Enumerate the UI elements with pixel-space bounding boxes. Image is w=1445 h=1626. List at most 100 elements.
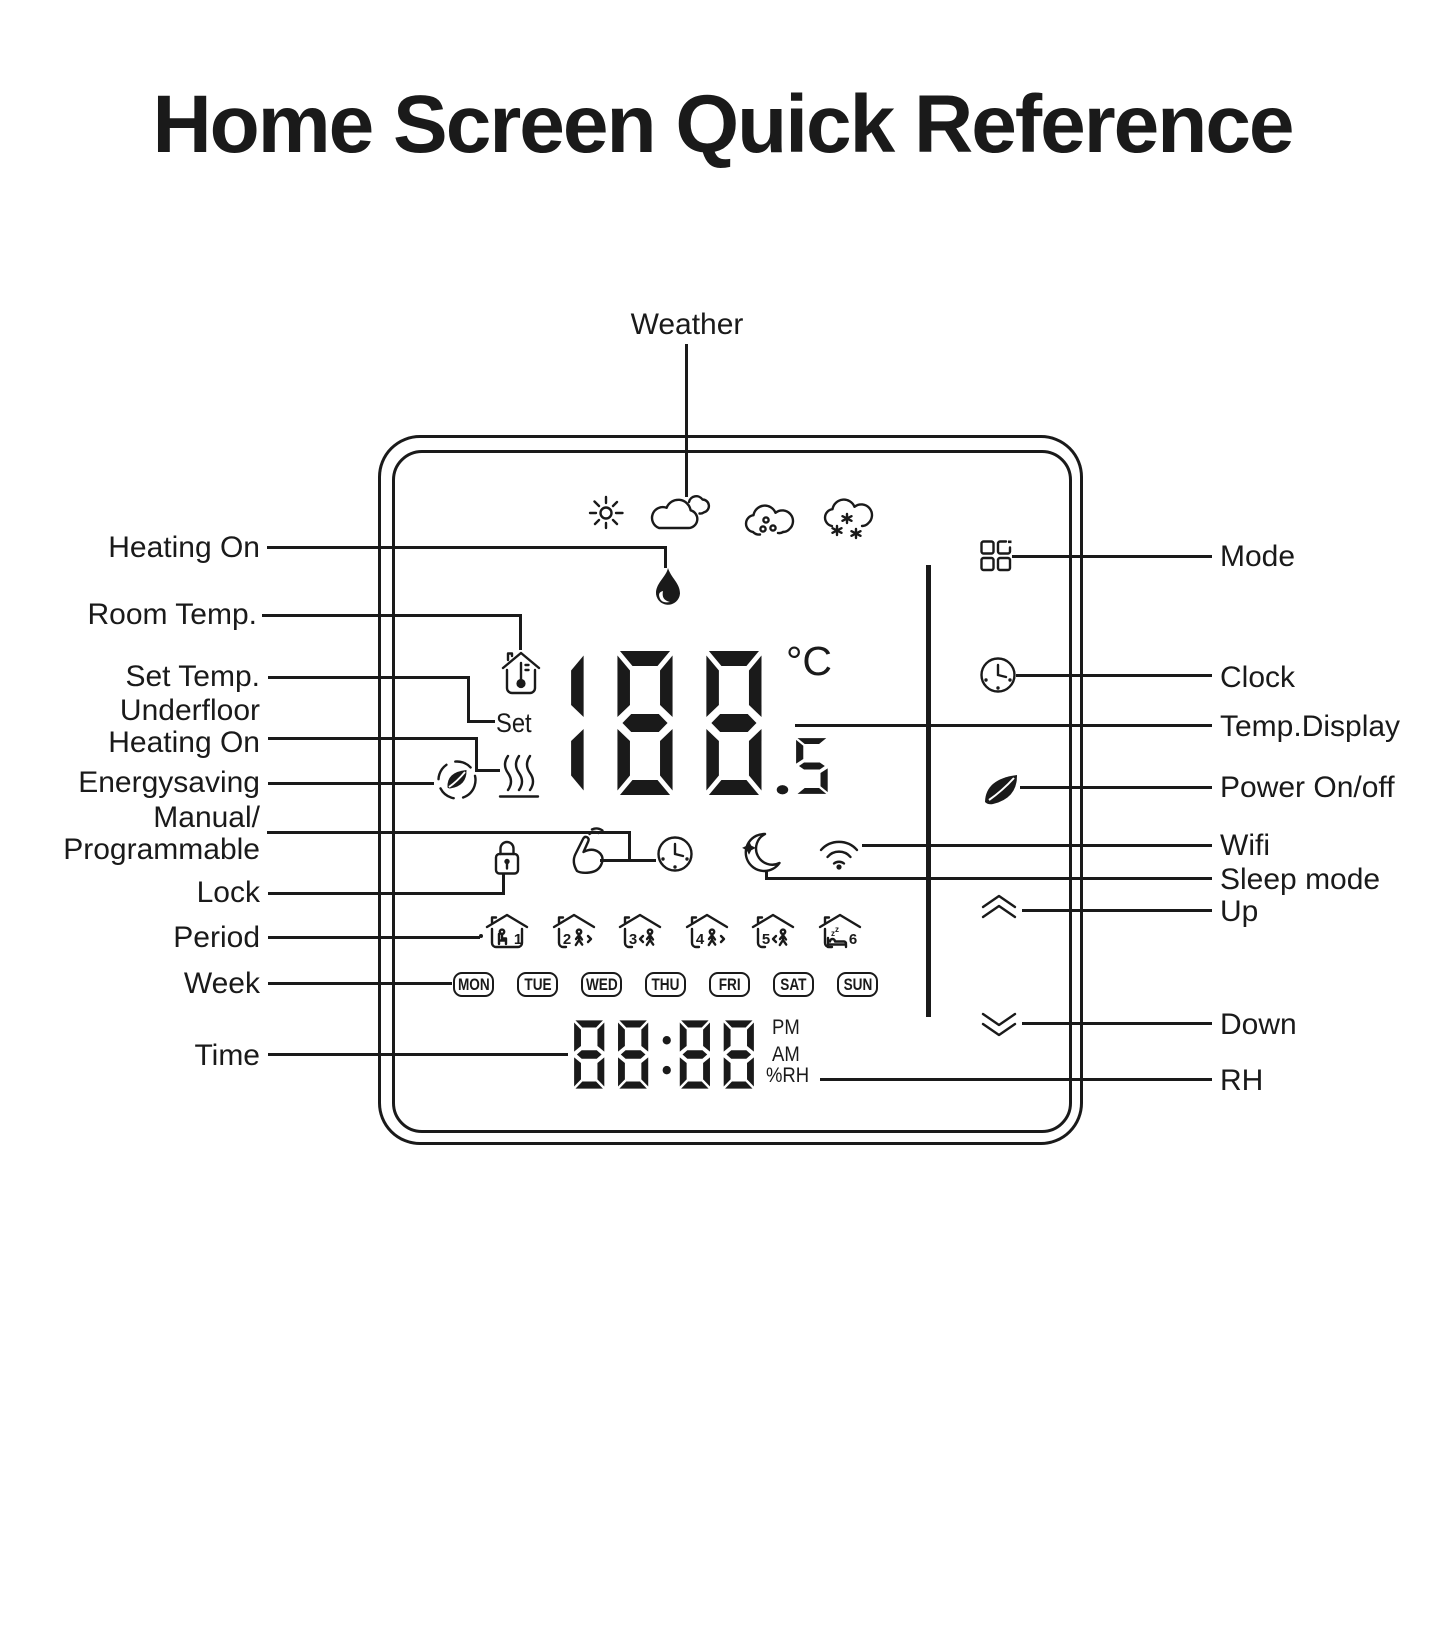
period-5-icon: 5 — [751, 913, 795, 949]
svg-text:6: 6 — [849, 931, 857, 948]
leader-heating-on-v — [664, 546, 667, 568]
leader-mode — [1012, 555, 1212, 558]
leader-sleep-v — [765, 870, 768, 880]
humidity-unit-label: %RH — [766, 1064, 810, 1087]
leader-period — [268, 936, 480, 939]
temperature-decimal-digit — [776, 738, 828, 795]
callout-energysaving: Energysaving — [78, 766, 260, 799]
leader-underfloor-v — [475, 737, 478, 772]
thermostat-screen — [392, 450, 1072, 1133]
leader-down — [1022, 1022, 1212, 1025]
leader-lock — [268, 892, 505, 895]
hand-manual-icon — [572, 827, 604, 874]
leader-manual — [267, 831, 631, 834]
leader-rh — [820, 1078, 1212, 1081]
leader-up — [1022, 909, 1212, 912]
callout-manual-programmable: Manual/ Programmable — [63, 801, 260, 866]
period-4-icon: 4 — [685, 913, 729, 949]
page-title: Home Screen Quick Reference — [152, 79, 1294, 170]
moon-sleep-icon — [742, 832, 781, 873]
leader-manual-v — [628, 831, 631, 862]
clock-program-icon — [657, 836, 693, 872]
callout-week: Week — [183, 967, 260, 1000]
week-badge-sun: SUN — [837, 972, 878, 997]
flame-icon — [655, 568, 680, 605]
callout-clock: Clock — [1220, 661, 1296, 694]
leader-set-temp-v — [467, 676, 470, 723]
leader-manual-h2 — [600, 859, 656, 862]
screen-divider-line — [926, 565, 931, 1017]
callout-weather: Weather — [630, 308, 744, 341]
callout-lock: Lock — [196, 876, 260, 909]
snow-cloud-icon — [823, 498, 874, 540]
callout-set-temp: Set Temp. — [125, 660, 260, 693]
week-badge-thu: THU — [645, 972, 686, 997]
rain-cloud-icon — [744, 504, 795, 536]
leader-heating-on — [267, 546, 666, 549]
callout-down: Down — [1220, 1008, 1297, 1041]
chevrons-down-icon[interactable] — [980, 1012, 1018, 1037]
svg-text:z: z — [835, 925, 839, 934]
period-2-icon: 2 — [552, 913, 596, 949]
week-badge-wed: WED — [581, 972, 622, 997]
leader-room-temp-v — [519, 614, 522, 650]
svg-text:2: 2 — [563, 931, 571, 948]
underfloor-heating-icon — [498, 754, 540, 798]
leader-set-temp — [268, 676, 470, 679]
period-1-icon: 1 — [485, 913, 529, 949]
chevrons-up-icon[interactable] — [980, 894, 1018, 919]
svg-text:4: 4 — [696, 931, 705, 948]
leader-underfloor-h2 — [475, 769, 500, 772]
callout-sleep-mode: Sleep mode — [1220, 863, 1381, 896]
wifi-icon — [819, 840, 859, 870]
leader-power — [1020, 786, 1212, 789]
period-6-icon: z z 6 — [818, 913, 862, 949]
mode-icon[interactable] — [980, 540, 1012, 572]
leader-underfloor — [268, 737, 478, 740]
house-thermometer-icon — [501, 651, 541, 695]
leader-energysaving — [268, 782, 434, 785]
callout-period: Period — [173, 921, 260, 954]
leader-time — [268, 1053, 568, 1056]
period-leader-dot — [479, 934, 483, 938]
callout-heating-on: Heating On — [108, 531, 260, 564]
leaf-power-icon[interactable] — [980, 770, 1022, 808]
energysaving-icon — [437, 760, 477, 800]
week-badge-tue: TUE — [517, 972, 558, 997]
leader-set-temp-h2 — [467, 720, 495, 723]
leader-sleep — [765, 877, 1212, 880]
temperature-unit: °C — [786, 638, 833, 684]
lock-icon — [494, 840, 520, 875]
callout-temp-display: Temp.Display — [1220, 710, 1401, 743]
clock-icon[interactable] — [978, 655, 1018, 695]
thermostat-outer-frame — [378, 435, 1083, 1145]
leader-weather — [685, 344, 688, 497]
callout-rh: RH — [1220, 1064, 1264, 1097]
callout-up: Up — [1220, 895, 1259, 928]
clouds-icon — [650, 495, 711, 530]
callout-power: Power On/off — [1220, 771, 1395, 804]
week-badge-fri: FRI — [709, 972, 750, 997]
leader-room-temp — [262, 614, 521, 617]
sun-icon — [588, 495, 624, 530]
week-badge-mon: MON — [453, 972, 494, 997]
callout-underfloor-heating: Underfloor Heating On — [108, 694, 260, 759]
leader-wifi — [862, 844, 1212, 847]
callout-time: Time — [194, 1039, 260, 1072]
leader-temp-display — [795, 724, 1212, 727]
svg-text:3: 3 — [629, 931, 637, 948]
leader-lock-v — [502, 874, 505, 895]
callout-mode: Mode — [1220, 540, 1296, 573]
week-badge-sat: SAT — [773, 972, 814, 997]
callout-wifi: Wifi — [1220, 829, 1270, 862]
callout-room-temp: Room Temp. — [87, 598, 257, 631]
week-row: MON TUE WED THU FRI SAT SUN — [453, 972, 881, 997]
svg-text:1: 1 — [514, 931, 522, 948]
svg-text:5: 5 — [762, 931, 770, 948]
leader-clock — [1016, 674, 1212, 677]
time-pm-label: PM — [772, 1016, 800, 1039]
temperature-digits — [571, 651, 762, 795]
leader-week — [268, 982, 452, 985]
period-3-icon: 3 — [618, 913, 662, 949]
